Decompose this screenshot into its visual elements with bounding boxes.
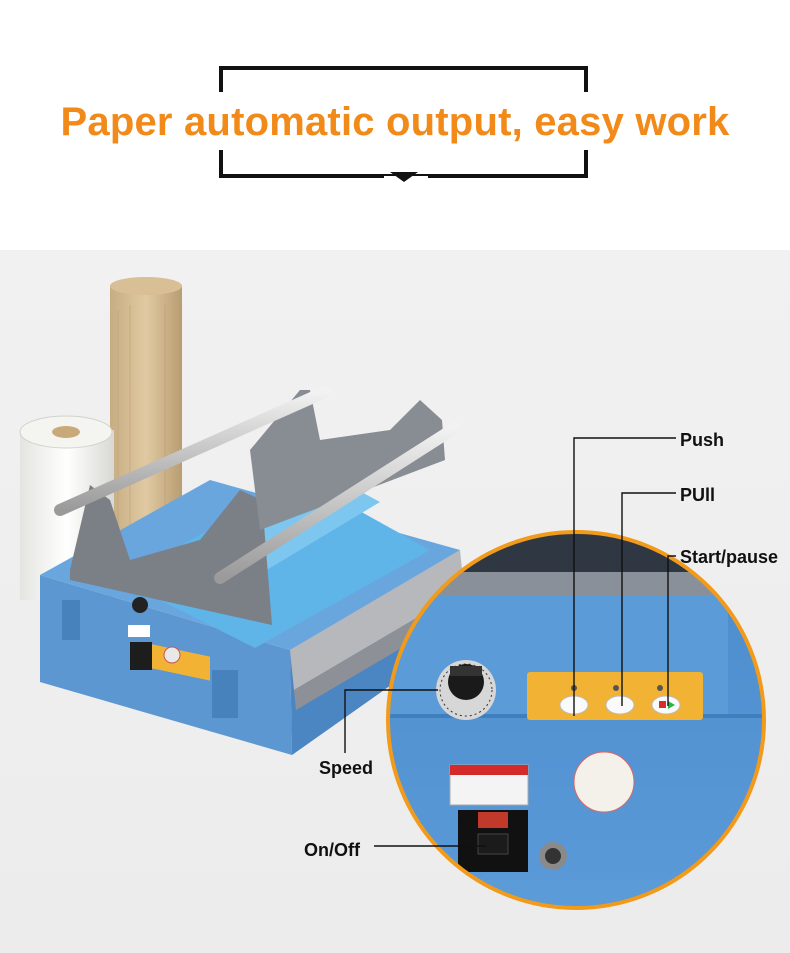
title-arrow-icon <box>390 172 418 182</box>
callout-pull: PUll <box>680 485 716 505</box>
machine-side-plates <box>70 390 445 625</box>
kraft-paper-roll <box>110 277 182 561</box>
machine-illustration <box>19 277 766 910</box>
callout-on-off: On/Off <box>304 840 360 860</box>
callout-lines <box>344 437 676 847</box>
headline: Paper automatic output, easy work <box>60 100 730 144</box>
base-control-panel <box>128 597 210 681</box>
machine-rods <box>54 386 461 584</box>
zoom-ring <box>386 530 766 910</box>
product-photo: Push PUll Start/pause Speed On/Off <box>0 250 790 953</box>
callout-start-pause: Start/pause <box>680 547 779 567</box>
header-banner: Paper automatic output, easy work <box>0 0 790 250</box>
callout-push: Push <box>680 430 725 450</box>
callout-speed: Speed <box>319 758 374 778</box>
title-frame-gap <box>212 92 596 150</box>
